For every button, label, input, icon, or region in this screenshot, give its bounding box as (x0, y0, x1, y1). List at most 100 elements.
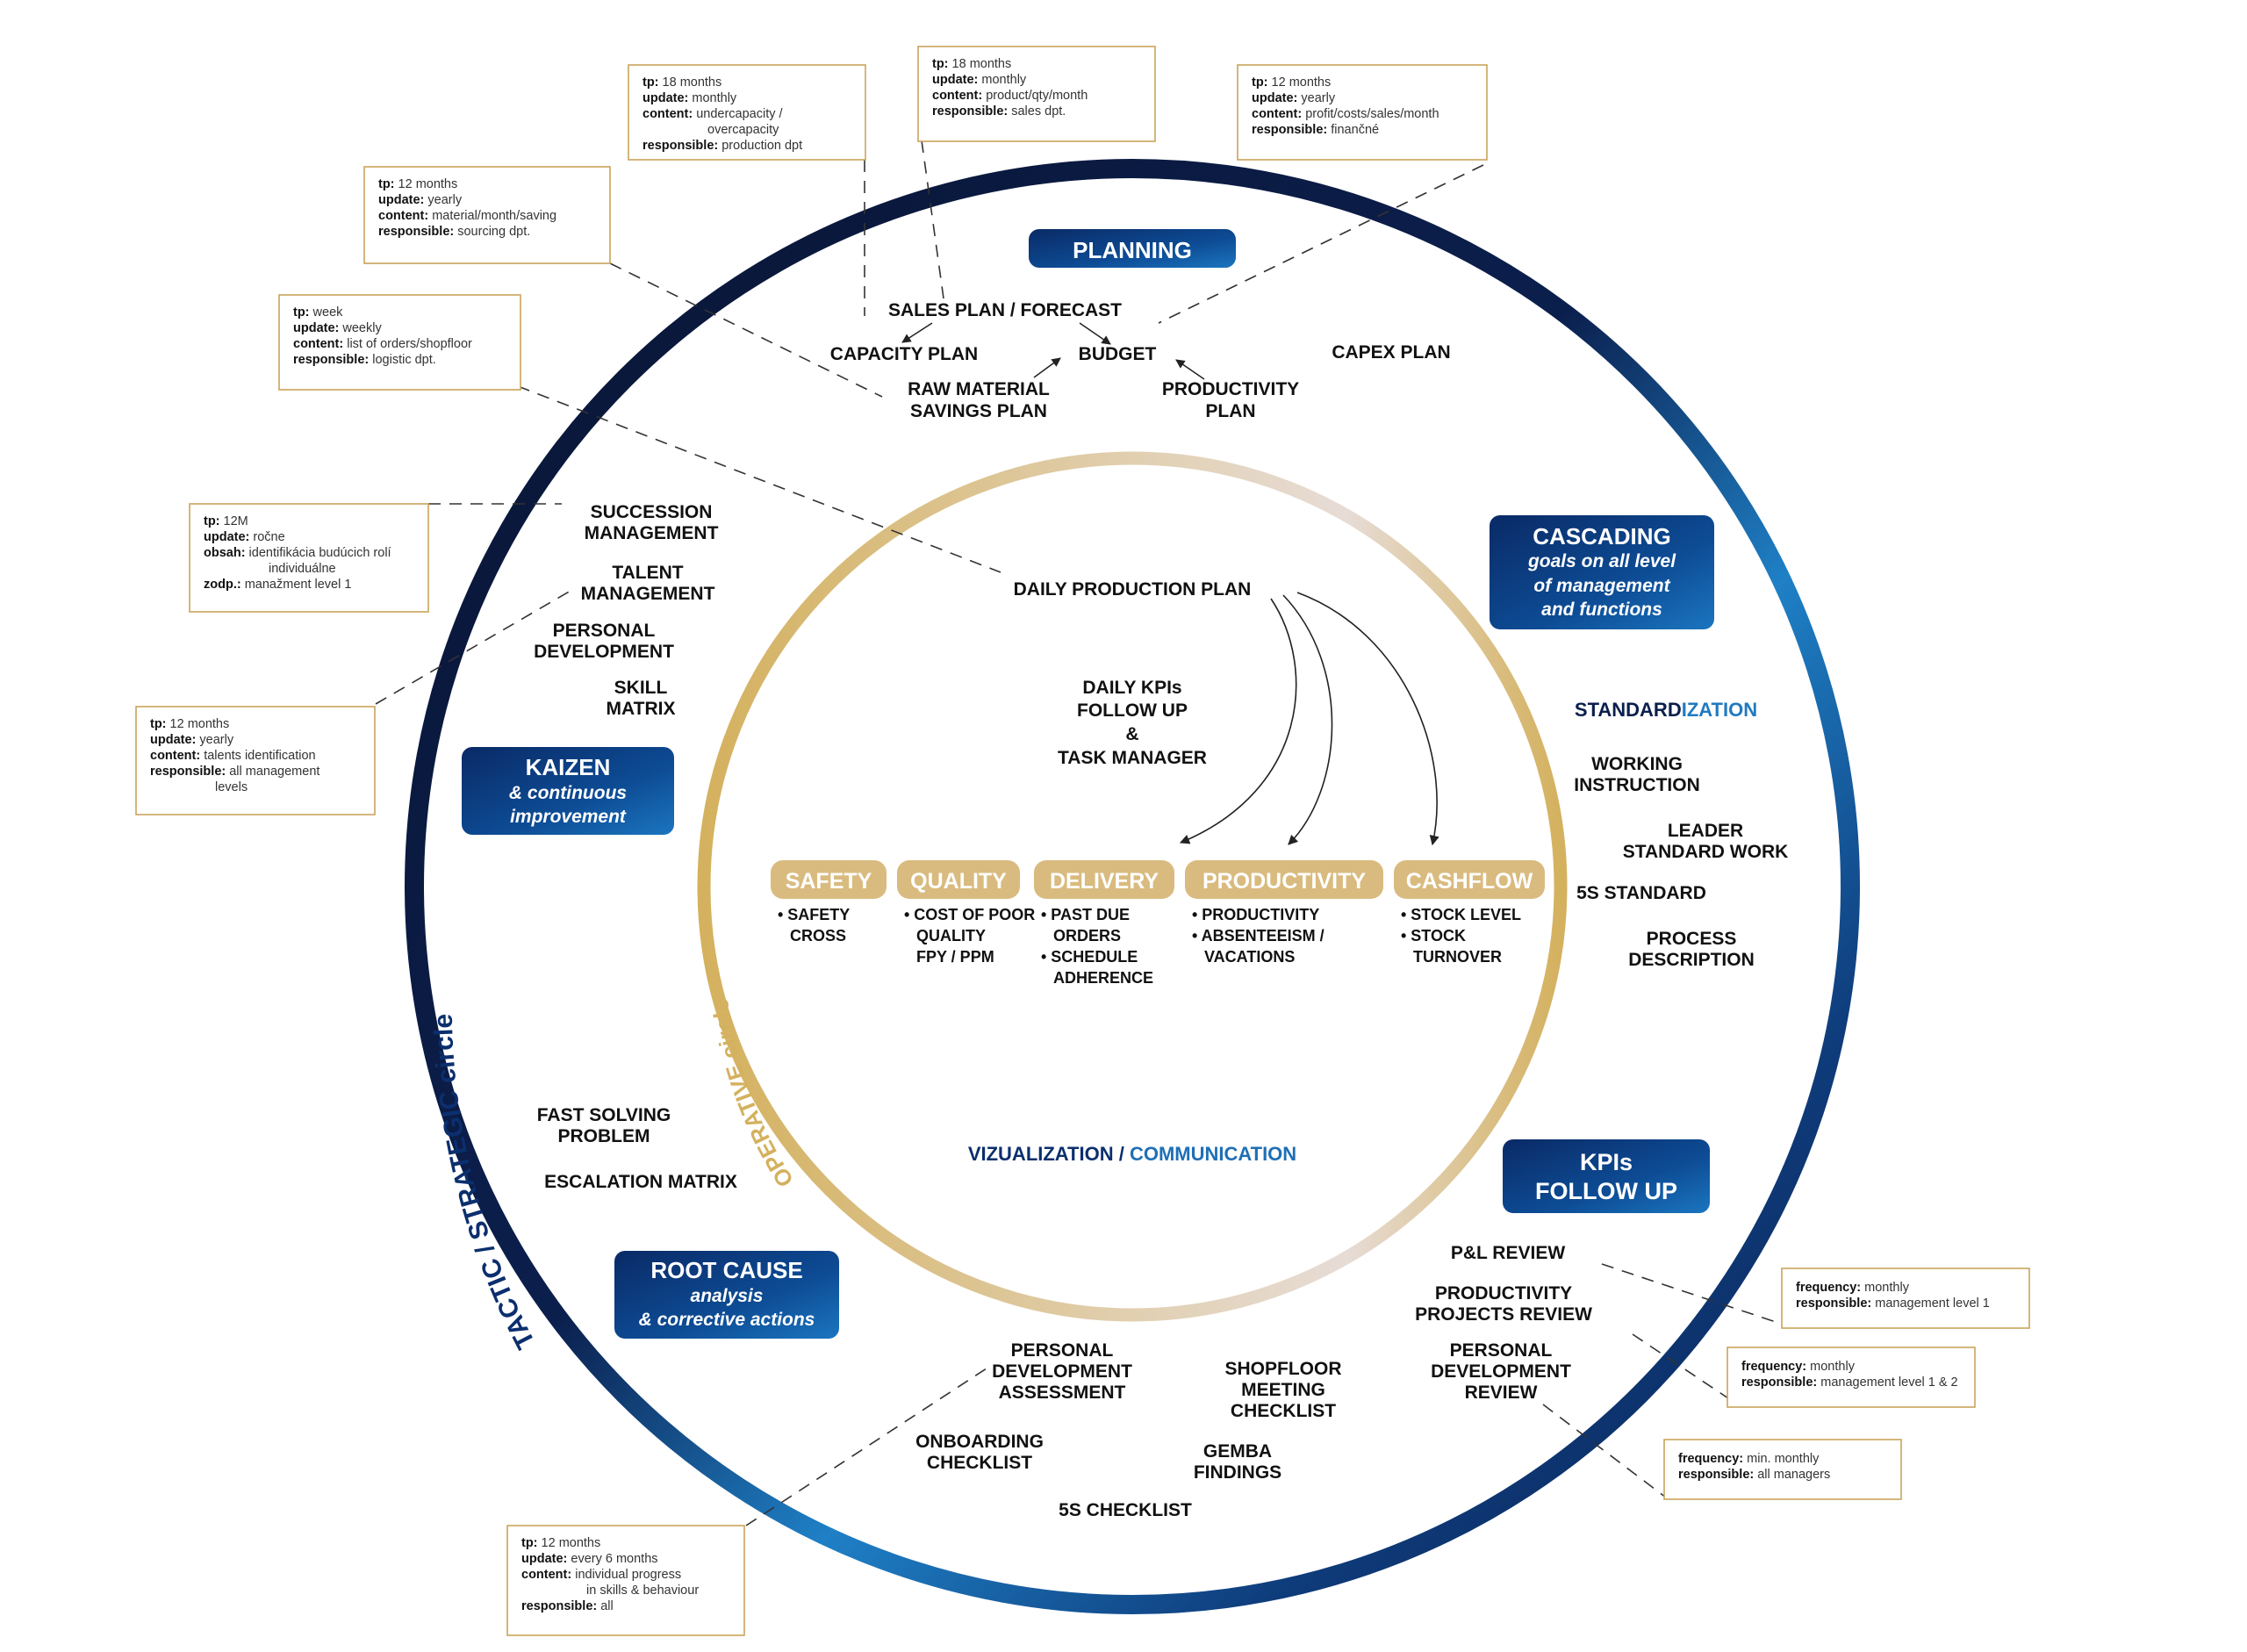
info-box-line: update: yearly (1252, 91, 1336, 105)
talent-2: MANAGEMENT (581, 584, 715, 604)
raw-material-label-2: SAVINGS PLAN (910, 401, 1047, 421)
info-box-line: levels (215, 780, 248, 794)
gemba-2: FINDINGS (1194, 1462, 1281, 1483)
info-box-line: tp: 12 months (1252, 75, 1331, 90)
info-box-line: in skills & behaviour (586, 1584, 699, 1598)
bottom-items: PERSONAL DEVELOPMENT ASSESSMENT SHOPFLOO… (915, 1340, 1341, 1520)
kpi-category-item: • STOCK (1401, 927, 1466, 945)
productivity-review-2: PROJECTS REVIEW (1415, 1304, 1592, 1325)
root-cause-badge[interactable]: ROOT CAUSE analysis & corrective actions (614, 1251, 839, 1339)
sales-plan-label: SALES PLAN / FORECAST (888, 300, 1122, 320)
cascading-badge[interactable]: CASCADING goals on all level of manageme… (1490, 515, 1714, 629)
planning-badge[interactable]: PLANNING (1029, 229, 1236, 268)
info-box-line: tp: 12 months (150, 717, 229, 731)
connector-development-review (1542, 1404, 1667, 1498)
svg-text:analysis: analysis (691, 1286, 764, 1306)
svg-text:KAIZEN: KAIZEN (526, 754, 611, 780)
svg-text:& corrective actions: & corrective actions (639, 1310, 815, 1330)
info-box-line: responsible: all management (150, 765, 319, 779)
development-review-1: PERSONAL (1450, 1340, 1553, 1361)
kpi-category-item: VACATIONS (1204, 948, 1295, 966)
arrow-daily-cashflow (1296, 592, 1439, 846)
working-instruction-1: WORKING (1591, 754, 1683, 774)
info-box-line: update: monthly (932, 73, 1027, 87)
info-box-line: tp: 12 months (521, 1536, 600, 1550)
info-box-line: overcapacity (707, 123, 779, 137)
personal-dev-2: DEVELOPMENT (534, 642, 674, 662)
info-box-frame (1727, 1347, 1976, 1408)
info-box-line: responsible: all (521, 1599, 614, 1613)
kpi-category-item: • PRODUCTIVITY (1192, 906, 1319, 923)
info-box-line: tp: 12 months (378, 177, 457, 191)
info-box-frame (135, 706, 376, 815)
info-box-line: content: talents identification (150, 749, 316, 763)
leader-standard-1: LEADER (1668, 821, 1743, 841)
personal-dev-1: PERSONAL (553, 621, 656, 641)
talent-1: TALENT (612, 563, 683, 583)
kpis-follow-up-badge[interactable]: KPIs FOLLOW UP (1503, 1139, 1710, 1213)
info-box-frame (1663, 1439, 1902, 1500)
info-box-frame (628, 64, 866, 161)
connector-budget (1158, 164, 1484, 324)
fast-solving-1: FAST SOLVING (537, 1105, 671, 1125)
info-box-line: tp: 18 months (643, 75, 721, 90)
info-box-line: frequency: monthly (1796, 1281, 1910, 1295)
standard-items: WORKING INSTRUCTION LEADER STANDARD WORK… (1574, 754, 1788, 970)
info-box-frame (506, 1525, 745, 1636)
kpi-category-pill (1185, 860, 1383, 899)
kpi-category-item: ORDERS (1053, 927, 1121, 945)
info-box-frame (189, 503, 429, 613)
info-box-line: tp: week (293, 305, 343, 320)
daily-kpis-3: & (1125, 724, 1138, 744)
info-box-line: update: yearly (378, 193, 463, 207)
kpi-category-item: TURNOVER (1413, 948, 1502, 966)
info-boxes: tp: 18 months update: monthly content: und… (135, 46, 2030, 1636)
info-box-line: content: list of orders/shopfloor (293, 337, 472, 351)
productivity-plan-label-1: PRODUCTIVITY (1162, 379, 1299, 399)
kpi-reviews: P&L REVIEW PRODUCTIVITY PROJECTS REVIEW … (1415, 1243, 1592, 1403)
arrow-sales-capacity (901, 322, 933, 343)
development-review-3: REVIEW (1465, 1383, 1538, 1403)
kpi-category-title: DELIVERY (1050, 869, 1159, 894)
svg-text:PLANNING: PLANNING (1073, 237, 1192, 263)
kaizen-badge[interactable]: KAIZEN & continuous improvement (462, 747, 674, 835)
arrow-daily-delivery (1179, 598, 1297, 844)
capacity-plan-label: CAPACITY PLAN (830, 344, 978, 364)
kpi-category-item: • SCHEDULE (1041, 948, 1138, 966)
info-box-line: content: undercapacity / (643, 107, 784, 121)
kpi-category-productivity[interactable]: PRODUCTIVITY• PRODUCTIVITY• ABSENTEEISM … (1185, 860, 1383, 966)
info-box-line: responsible: management level 1 (1796, 1296, 1990, 1311)
inner-circle-label: OPERATIVE circle (707, 997, 799, 1192)
kpi-category-item: • PAST DUE (1041, 906, 1130, 923)
development-review-2: DEVELOPMENT (1431, 1361, 1571, 1382)
connector-logistic (517, 385, 1001, 573)
kpi-category-item: CROSS (790, 927, 846, 945)
onboarding-2: CHECKLIST (927, 1453, 1032, 1473)
kpi-category-item: QUALITY (916, 927, 986, 945)
info-box-line: update: ročne (204, 530, 285, 544)
info-box-line: frequency: min. monthly (1678, 1452, 1820, 1466)
assessment-2: DEVELOPMENT (992, 1361, 1132, 1382)
info-box-line: responsible: sourcing dpt. (378, 225, 530, 239)
shopfloor-1: SHOPFLOOR (1224, 1359, 1341, 1379)
info-box-frame (278, 294, 521, 391)
info-box-sales: tp: 18 months update: monthly content: pro… (917, 46, 1156, 142)
budget-label: BUDGET (1079, 344, 1157, 364)
info-box-line: content: product/qty/month (932, 89, 1088, 103)
gemba-1: GEMBA (1203, 1441, 1272, 1462)
info-box-frame (1781, 1268, 2030, 1329)
info-box-line: tp: 18 months (932, 57, 1011, 71)
five-s-standard: 5S STANDARD (1576, 883, 1706, 903)
kpi-category-pill (771, 860, 887, 899)
info-box-line: update: weekly (293, 321, 382, 335)
connector-sourcing (609, 262, 883, 398)
info-box-line: content: material/month/saving (378, 209, 556, 223)
info-box-line: update: every 6 months (521, 1552, 658, 1566)
